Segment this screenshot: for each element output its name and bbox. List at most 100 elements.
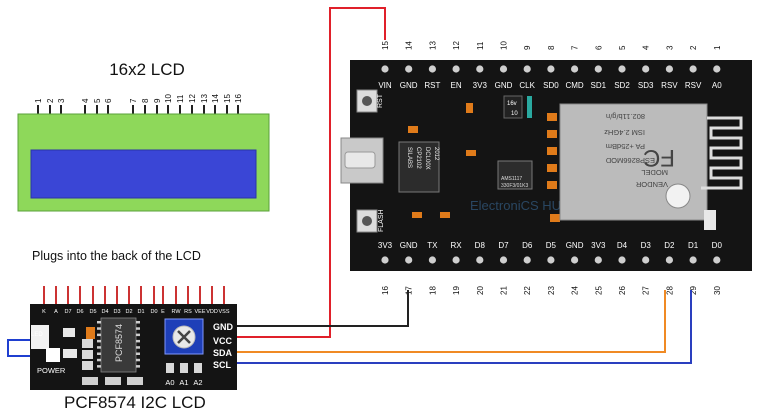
esp-top-pin: [547, 65, 555, 73]
esp-top-pin: [499, 65, 508, 73]
esp-top-pin-label: SD3: [638, 81, 654, 90]
esp-bottom-pin-number: 21: [500, 286, 509, 295]
esp-top-pin-number: 1: [713, 45, 722, 50]
i2c-header-pin: [175, 286, 177, 304]
lcd-pin-number: 2: [46, 98, 55, 103]
esp-top-pin: [618, 65, 626, 73]
lcd-pin: [179, 105, 181, 115]
flash-label: FLASH: [378, 209, 385, 232]
i2c-top-pin-label: D3: [113, 309, 120, 315]
esp-bottom-pin: [618, 256, 626, 264]
esp-bottom-pin-label: TX: [427, 241, 438, 250]
esp-top-pin-number: 7: [571, 45, 580, 50]
resistor: [63, 328, 75, 337]
power-led: [46, 348, 60, 362]
esp-bottom-pin-label: D2: [664, 241, 675, 250]
ceramic-capacitor: [527, 96, 532, 118]
esp-bottom-pin-label: D1: [688, 241, 699, 250]
module-text-line: PA +25dBm: [606, 142, 645, 151]
esp-bottom-pin-label: D3: [641, 241, 652, 250]
i2c-top-pin-label: D6: [76, 309, 83, 315]
esp-bottom-pin-number: 17: [405, 286, 414, 295]
lcd-pin: [96, 105, 98, 115]
esp-bottom-pin-number: 23: [547, 286, 556, 295]
lcd-pin-number: 13: [200, 94, 209, 103]
chip-leg: [97, 346, 101, 349]
i2c-header-pin: [140, 286, 142, 304]
esp-top-pin-number: 2: [689, 45, 698, 50]
esp-bottom-pin-label: D0: [712, 241, 723, 250]
esp-top-pin-header: 15VIN14GND13RST12EN113V310GND9CLK8SD07CM…: [378, 41, 722, 90]
chip-leg: [97, 352, 101, 355]
voltage-regulator: [497, 160, 533, 190]
chip-leg: [136, 333, 140, 337]
esp-bottom-pin-number: 16: [381, 286, 390, 295]
cp2102-text-line: DCL00X: [424, 147, 430, 170]
address-label: A2: [193, 378, 202, 387]
esp-bottom-pin: [452, 256, 460, 264]
esp-top-pin: [665, 65, 674, 73]
esp-top-pin-label: SD0: [543, 81, 559, 90]
svg-text:16v: 16v: [507, 101, 517, 107]
esp-top-pin: [594, 65, 602, 73]
esp-bottom-pin-label: D5: [546, 241, 557, 250]
chip-leg: [97, 333, 101, 337]
capacitor: [503, 95, 523, 119]
esp-bottom-pin-label: RX: [451, 241, 463, 250]
lcd-pin: [237, 105, 239, 115]
i2c-header-pin: [162, 286, 164, 304]
capacitor: [86, 327, 95, 339]
module-text-line: 802.11b/g/n: [606, 112, 645, 121]
chip-leg: [136, 346, 140, 349]
esp-bottom-pin-label: D6: [522, 241, 533, 250]
i2c-top-pin-label: D1: [137, 309, 144, 315]
lcd-pin-number: 7: [129, 98, 138, 103]
resistor: [105, 377, 121, 385]
antenna-part: [704, 210, 716, 230]
cp2102-text-line: CP2102: [415, 147, 421, 169]
esp-top-pin: [571, 65, 579, 73]
i2c-header-pin: [116, 286, 118, 304]
lcd-pin: [156, 105, 158, 115]
scl-wire: [237, 290, 692, 364]
i2c-top-pin-label: VDD: [206, 309, 218, 315]
esp-top-pin-label: CLK: [519, 81, 535, 90]
pcf8574-chip: [100, 317, 137, 373]
esp-top-pin-number: 15: [381, 41, 390, 50]
i2c-pin-label: SDA: [213, 348, 233, 358]
esp-bottom-pin-label: 3V3: [378, 241, 393, 250]
lcd-pin: [49, 105, 51, 115]
lcd-pin-number: 8: [141, 98, 150, 103]
address-pad: [180, 363, 188, 373]
esp-top-pin: [713, 65, 721, 73]
i2c-top-pin-label: D2: [125, 309, 132, 315]
esp-top-pin-number: 12: [452, 41, 461, 50]
i2c-header-pin: [104, 286, 106, 304]
esp-bottom-pin-label: 3V3: [591, 241, 606, 250]
chip-legs: [97, 321, 140, 368]
chip-leg: [136, 352, 140, 355]
lcd-pin-number: 6: [104, 98, 113, 103]
esp-top-pin: [523, 65, 531, 73]
esp-bottom-pin-header: 3V316GND17TX18RX19D820D721D622D523GND243…: [378, 241, 723, 295]
i2c-top-pin-label: VEE: [194, 309, 205, 315]
esp-top-pin: [642, 65, 650, 73]
esp-bottom-pin-label: D8: [475, 241, 486, 250]
esp-top-pin: [689, 65, 697, 73]
cp2102-text-line: 2012: [433, 147, 439, 161]
lcd-pin: [167, 105, 169, 115]
lcd-pin-number: 12: [188, 94, 197, 103]
esp-top-pin-label: GND: [400, 81, 418, 90]
esp-top-pin-number: 8: [547, 45, 556, 50]
esp-top-pin-number: 13: [428, 41, 437, 50]
chip-leg: [97, 321, 101, 324]
lcd-pin-number: 3: [57, 98, 66, 103]
led-jumper: [31, 325, 49, 349]
lcd-pin: [60, 105, 62, 115]
cp2102-chip: [398, 141, 440, 193]
note-text: Plugs into the back of the LCD: [32, 249, 201, 263]
esp-top-pin-number: 14: [405, 41, 414, 50]
lcd-pin: [214, 105, 216, 115]
